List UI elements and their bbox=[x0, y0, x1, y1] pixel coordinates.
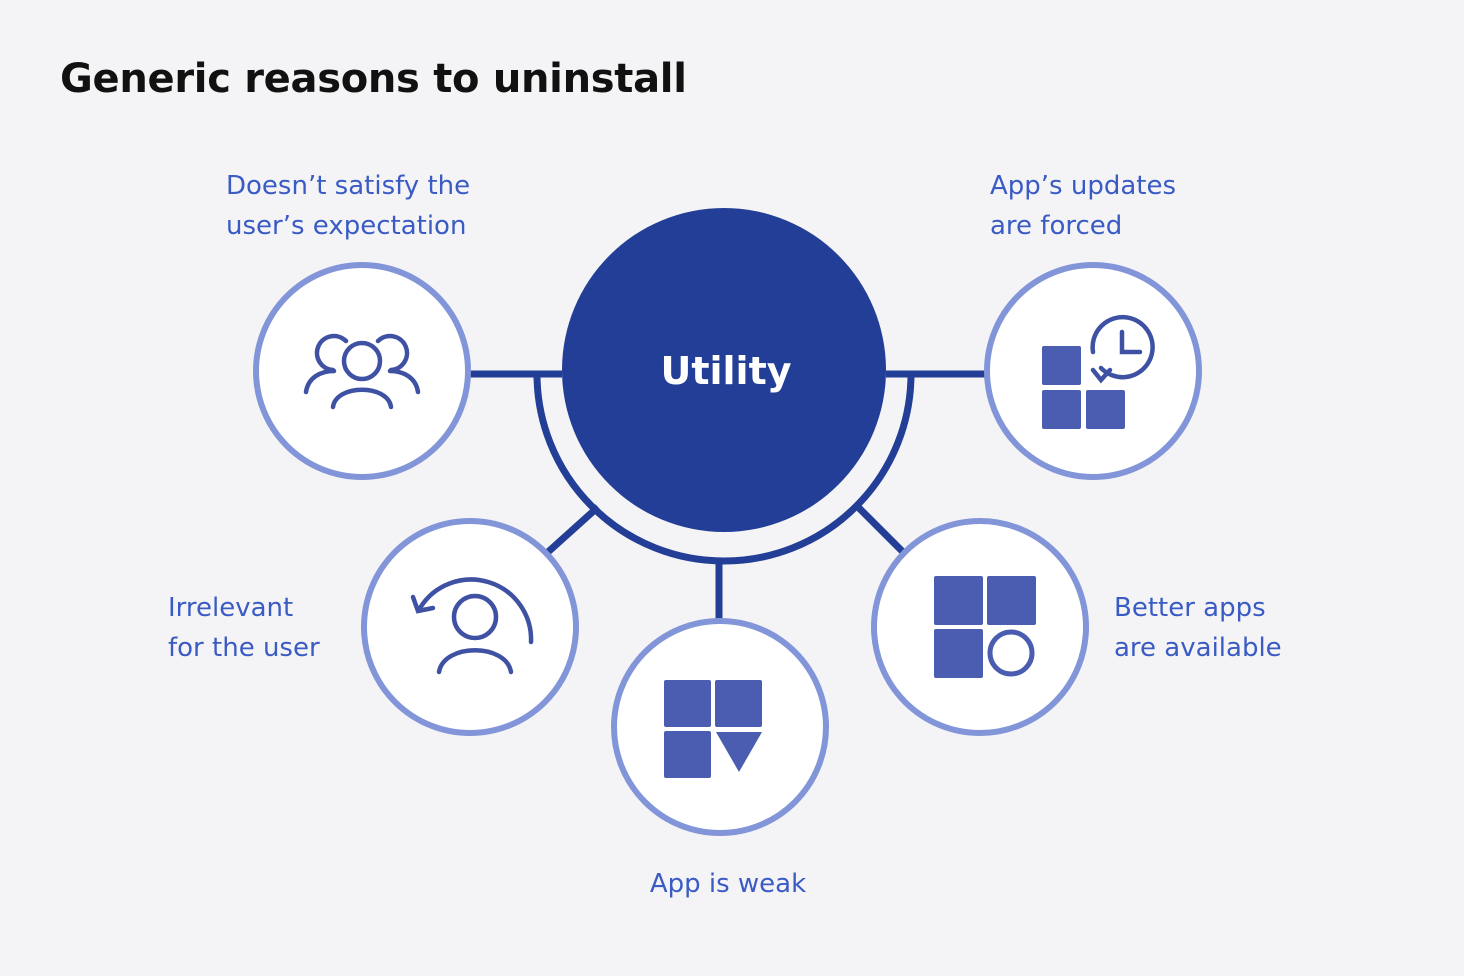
node-irrelevant-ring bbox=[361, 518, 579, 736]
hub-arc bbox=[533, 373, 915, 565]
page-title: Generic reasons to uninstall bbox=[60, 56, 687, 102]
node-better-ring bbox=[871, 518, 1089, 736]
label-better-line1: Better apps bbox=[1114, 593, 1266, 623]
app-weak-blocks-icon bbox=[664, 680, 762, 778]
node-updates bbox=[984, 262, 1202, 480]
app-blocks-circle-icon bbox=[934, 576, 1036, 678]
connectors bbox=[470, 370, 986, 620]
label-weak-line1: App is weak bbox=[649, 869, 807, 899]
node-users-ring bbox=[253, 262, 471, 480]
node-weak bbox=[611, 618, 829, 836]
app-update-clock-icon bbox=[1042, 315, 1155, 429]
hub-label: Utility bbox=[660, 349, 791, 393]
users-group-icon bbox=[303, 333, 421, 410]
node-better bbox=[871, 518, 1089, 736]
label-users-line1: Doesn’t satisfy the bbox=[226, 171, 471, 201]
connector-irrelevant bbox=[545, 504, 601, 555]
label-irrelevant-line1: Irrelevant bbox=[168, 593, 294, 623]
node-users bbox=[253, 262, 471, 480]
label-users: Doesn’t satisfy the user’s expectation bbox=[226, 166, 470, 246]
label-better-line2: are available bbox=[1114, 633, 1282, 663]
label-irrelevant-line2: for the user bbox=[168, 633, 320, 663]
label-better: Better apps are available bbox=[1114, 588, 1282, 668]
hub-node: Utility bbox=[562, 208, 886, 532]
label-users-line2: user’s expectation bbox=[226, 211, 467, 241]
label-updates: App’s updates are forced bbox=[990, 166, 1176, 246]
label-updates-line1: App’s updates bbox=[990, 171, 1177, 201]
label-updates-line2: are forced bbox=[990, 211, 1123, 241]
label-irrelevant: Irrelevant for the user bbox=[168, 588, 320, 668]
node-irrelevant bbox=[361, 518, 579, 736]
connector-better bbox=[855, 504, 906, 555]
user-refresh-icon bbox=[410, 577, 534, 675]
label-weak: App is weak bbox=[620, 864, 836, 904]
hub-circle bbox=[562, 208, 886, 532]
